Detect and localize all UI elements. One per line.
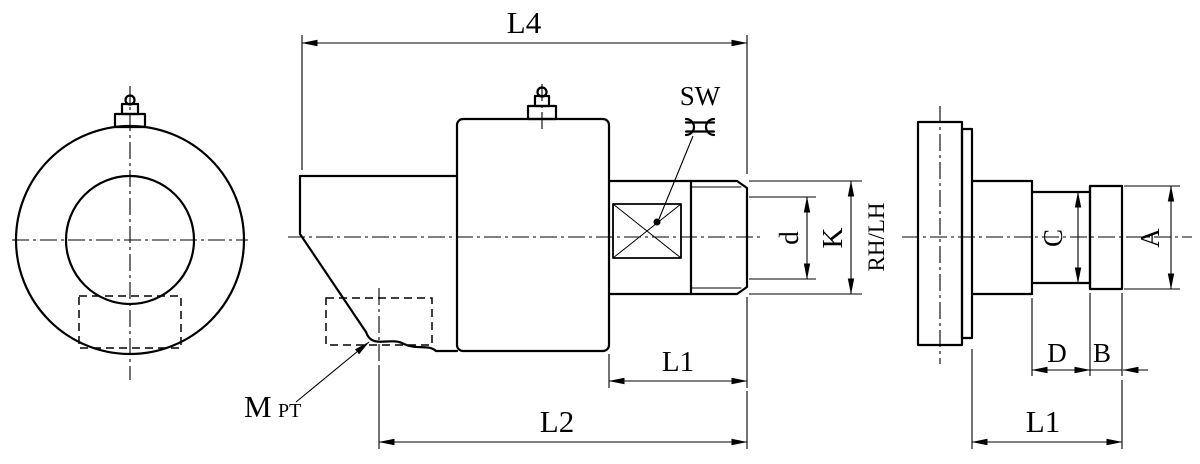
dim-d-length-label: D [1047,338,1067,368]
port-thread-m-label: M [244,389,272,424]
port-leader-line [295,341,370,403]
front-view-dimensions [295,35,862,449]
sw-leader-line [658,135,694,220]
grease-nipple-icon [113,94,147,129]
wrench-flat-marking [612,203,682,259]
wrench-size-label: SW [680,81,721,111]
dim-l4-label: L4 [507,5,542,40]
leader-dot [653,218,661,226]
dim-d-label: d [774,231,804,245]
labels: L4 SW d K RH/LH L1 L2 M PT C A D B L1 [244,5,1165,439]
dim-l2-label: L2 [540,404,574,439]
rotor-profile [916,120,1124,347]
shaft [607,179,693,296]
dim-l1-front-label: L1 [662,346,694,378]
male-thread [689,179,749,296]
dim-b-label: B [1093,338,1111,368]
front-view [12,86,248,380]
end-view-dimensions [971,185,1180,449]
dim-c-label: C [1038,229,1068,247]
rotation-direction-label: RH/LH [864,203,889,272]
dim-a-label: A [1135,228,1165,248]
break-line [364,330,459,353]
side-view [288,35,862,449]
port-thread-pt-label: PT [278,400,301,422]
front-bore-circle [64,174,196,306]
end-view [902,106,1192,449]
wrench-icon [684,117,716,137]
dim-l1-side-label: L1 [1026,404,1060,439]
housing-body [298,117,611,353]
dim-k-label: K [817,227,849,248]
